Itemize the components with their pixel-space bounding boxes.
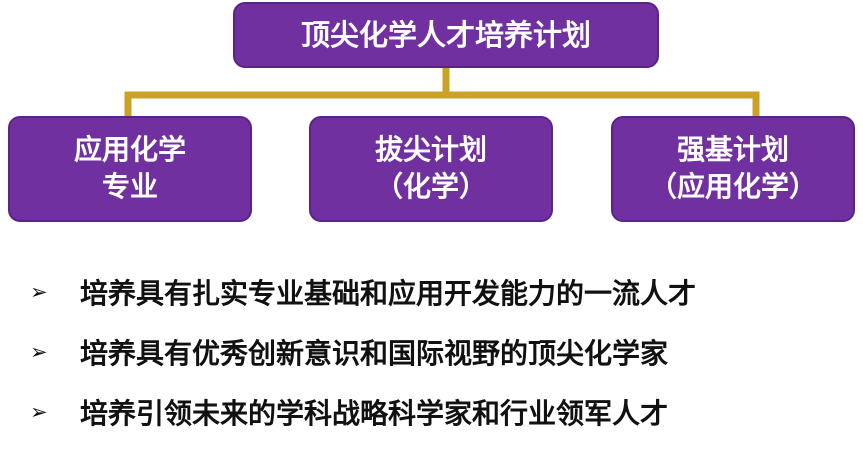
- list-item-text: 培养具有扎实专业基础和应用开发能力的一流人才: [80, 277, 697, 310]
- child-node-line2: （化学）: [374, 170, 487, 203]
- child-node-line2: （应用化学）: [648, 170, 817, 203]
- root-node-label: 顶尖化学人才培养计划: [300, 17, 591, 52]
- child-node-line1: 拔尖计划: [374, 133, 487, 167]
- arrow-bullet-icon: ➢: [30, 280, 48, 304]
- list-item-text: 培养引领未来的学科战略科学家和行业领军人才: [80, 397, 669, 430]
- list-item-text: 培养具有优秀创新意识和国际视野的顶尖化学家: [80, 337, 669, 370]
- child-node-applied-chemistry: 应用化学 专业: [8, 116, 252, 222]
- arrow-bullet-icon: ➢: [30, 340, 48, 364]
- list-item: ➢ 培养引领未来的学科战略科学家和行业领军人才: [30, 382, 696, 442]
- arrow-bullet-icon: ➢: [30, 400, 48, 424]
- child-node-line1: 应用化学: [73, 133, 186, 167]
- child-node-top-talent-plan: 拔尖计划 （化学）: [309, 116, 553, 222]
- list-item: ➢ 培养具有扎实专业基础和应用开发能力的一流人才: [30, 262, 696, 322]
- child-node-line2: 专业: [101, 170, 158, 203]
- list-item: ➢ 培养具有优秀创新意识和国际视野的顶尖化学家: [30, 322, 696, 382]
- root-node: 顶尖化学人才培养计划: [233, 2, 659, 68]
- child-node-strong-base-plan: 强基计划 （应用化学）: [611, 116, 855, 222]
- bullet-list: ➢ 培养具有扎实专业基础和应用开发能力的一流人才 ➢ 培养具有优秀创新意识和国际…: [30, 262, 696, 442]
- child-node-line1: 强基计划: [676, 133, 789, 167]
